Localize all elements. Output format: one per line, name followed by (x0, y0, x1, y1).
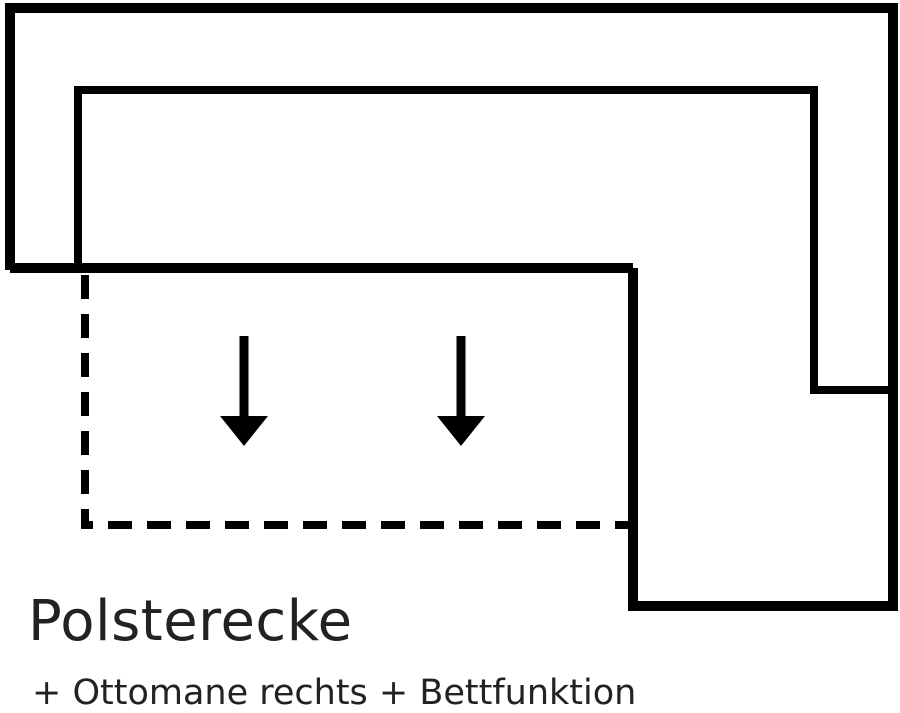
backrest-inner-outline (74, 86, 893, 394)
backrest-outer-outline (5, 3, 898, 390)
diagram-subtitle: + Ottomane rechts + Bettfunktion (32, 673, 637, 713)
diagram-title: Polsterecke (28, 589, 353, 654)
arrow-down-icon (437, 336, 485, 446)
arrow-down-icon (220, 336, 268, 446)
bed-extension-dashed-outline (81, 275, 628, 529)
ottomane-outline (628, 268, 898, 611)
